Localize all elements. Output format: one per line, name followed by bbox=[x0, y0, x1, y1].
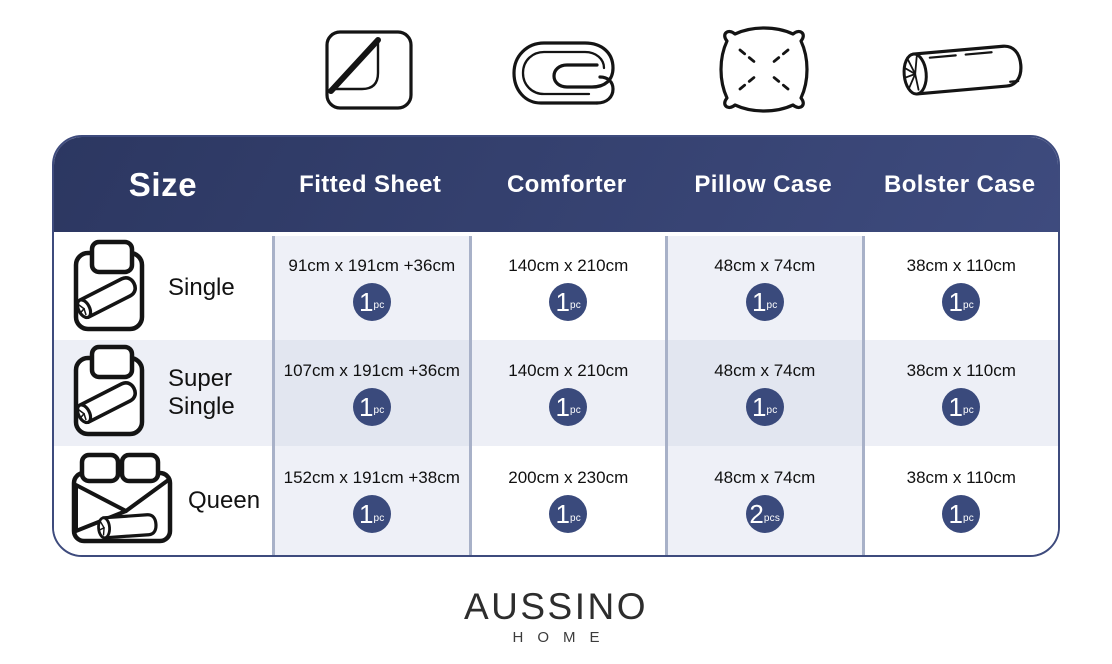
quantity-value: 1 bbox=[752, 391, 767, 422]
quantity-unit: pc bbox=[570, 512, 581, 524]
comforter-icon bbox=[507, 33, 625, 107]
quantity-value: 1 bbox=[359, 286, 374, 317]
dimension-text: 200cm x 230cm bbox=[508, 468, 629, 487]
quantity-unit: pc bbox=[373, 405, 385, 416]
quantity-value: 1 bbox=[948, 286, 963, 317]
quantity-value: 1 bbox=[555, 499, 570, 529]
dimension-text: 48cm x 74cm bbox=[714, 468, 816, 487]
quantity-value: 1 bbox=[359, 391, 374, 422]
brand-tagline: HOME bbox=[512, 629, 614, 646]
quantity-unit: pc bbox=[963, 405, 974, 416]
size-chart-table: Size Fitted Sheet Comforter Pillow Case … bbox=[52, 135, 1060, 557]
column-header-pillow-case: Pillow Case bbox=[694, 170, 833, 198]
table-header-row: Size Fitted Sheet Comforter Pillow Case … bbox=[54, 137, 1058, 236]
bolster-case-icon bbox=[891, 38, 1031, 102]
dimension-text: 38cm x 110cm bbox=[906, 468, 1016, 487]
product-icons-row bbox=[52, 18, 1060, 122]
quantity-unit: pc bbox=[963, 300, 974, 311]
quantity-unit: pc bbox=[570, 405, 581, 416]
column-header-comforter: Comforter bbox=[506, 170, 627, 198]
column-header-bolster-case: Bolster Case bbox=[883, 170, 1036, 198]
quantity-unit: pc bbox=[766, 300, 778, 311]
queen-bed-icon bbox=[70, 451, 174, 550]
quantity-unit: pc bbox=[373, 300, 385, 311]
super-single-bed-icon bbox=[70, 344, 154, 443]
quantity-unit: pc bbox=[570, 300, 581, 311]
quantity-value: 2 bbox=[749, 499, 764, 529]
quantity-value: 1 bbox=[752, 286, 767, 317]
table-row-single-size: Single bbox=[54, 236, 272, 340]
quantity-unit: pc bbox=[766, 405, 778, 416]
pillow-case-icon bbox=[712, 26, 816, 114]
dimension-text: 38cm x 110cm bbox=[906, 360, 1016, 380]
table-row-queen-size: Queen bbox=[54, 446, 272, 555]
fitted-sheet-icon bbox=[323, 29, 415, 111]
quantity-value: 1 bbox=[948, 499, 963, 529]
dimension-text: 48cm x 74cm bbox=[714, 360, 816, 380]
dimension-text: 48cm x 74cm bbox=[714, 255, 816, 275]
brand-logo-text: AUSSINO bbox=[463, 586, 649, 627]
table-row-super-single-size: Super Single bbox=[54, 340, 272, 446]
quantity-unit: pcs bbox=[763, 512, 781, 524]
dimension-text: 152cm x 191cm +38cm bbox=[283, 468, 460, 487]
size-label: Queen bbox=[188, 486, 261, 514]
single-bed-icon bbox=[70, 239, 154, 338]
column-header-size: Size bbox=[128, 165, 198, 203]
size-label: Single bbox=[168, 274, 235, 302]
quantity-value: 1 bbox=[359, 499, 374, 529]
size-label: Super Single bbox=[168, 365, 235, 420]
dimension-text: 107cm x 191cm +36cm bbox=[283, 360, 460, 380]
dimension-text: 140cm x 210cm bbox=[508, 360, 629, 380]
quantity-value: 1 bbox=[555, 391, 570, 422]
column-header-fitted-sheet: Fitted Sheet bbox=[299, 170, 442, 198]
quantity-unit: pc bbox=[373, 512, 385, 524]
dimension-text: 91cm x 191cm +36cm bbox=[288, 255, 456, 275]
quantity-unit: pc bbox=[963, 512, 974, 524]
quantity-value: 1 bbox=[555, 286, 570, 317]
quantity-value: 1 bbox=[948, 391, 963, 422]
dimension-text: 38cm x 110cm bbox=[906, 255, 1016, 275]
dimension-text: 140cm x 210cm bbox=[508, 255, 629, 275]
footer-brand: AUSSINO HOME bbox=[0, 586, 1112, 646]
